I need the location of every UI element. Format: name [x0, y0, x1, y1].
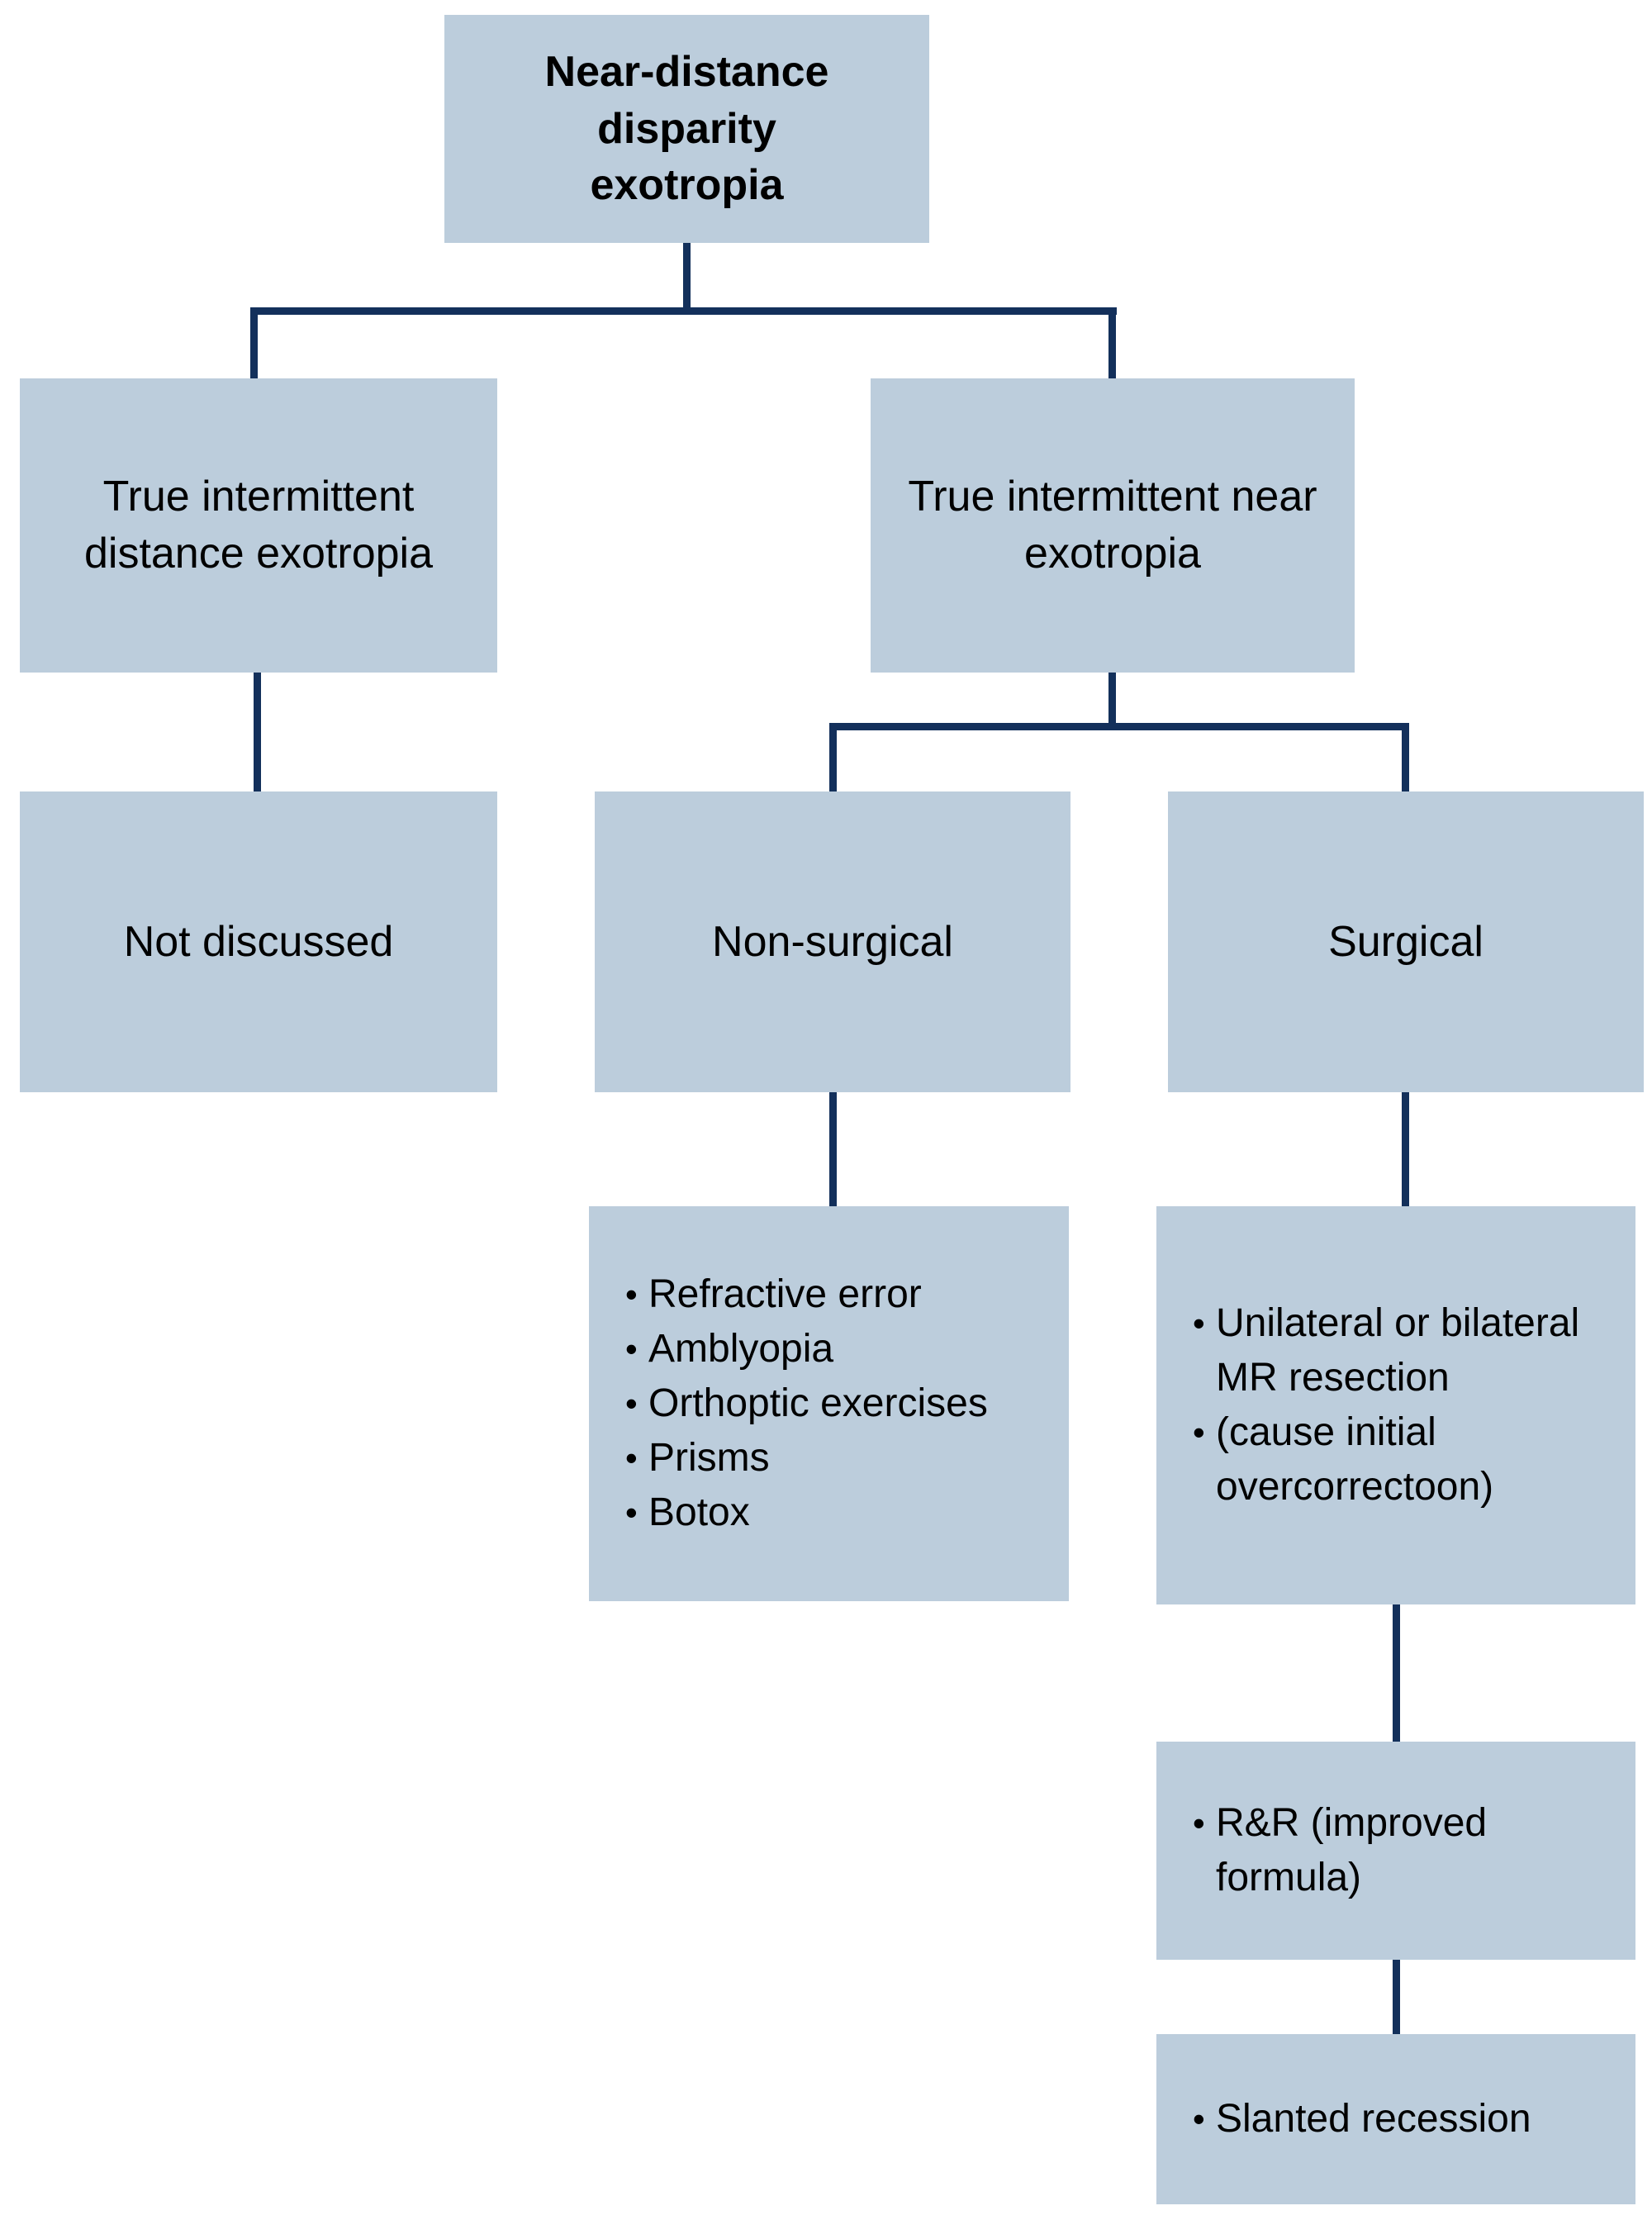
node-slanted-recession: Slanted recession [1156, 2034, 1635, 2204]
node-not-discussed: Not discussed [20, 791, 497, 1092]
connector-split1-horizontal [250, 307, 1117, 315]
connector-surgical-down [1402, 1092, 1409, 1206]
bullet-text: Slanted recession [1216, 2097, 1531, 2141]
node-root: Near-distance disparity exotropia [444, 15, 929, 243]
connector-split1-right-leg [1108, 307, 1116, 378]
connector-nonsurgical-down [829, 1092, 837, 1206]
bullet-text: Unilateral or bilateral MR resection [1216, 1301, 1580, 1400]
rr-list: R&R (improved formula) [1156, 1796, 1635, 1905]
connector-surgical-list-down [1393, 1604, 1400, 1742]
node-distance-label: True intermittent distance exotropia [83, 473, 434, 578]
bullet-item: (cause initial overcorrectoon) [1156, 1405, 1635, 1514]
node-surgical: Surgical [1168, 791, 1644, 1092]
connector-split2-left-leg [829, 723, 837, 791]
bullet-text: Prisms [648, 1436, 770, 1480]
connector-root-down [683, 243, 691, 315]
connector-rr-down [1393, 1960, 1400, 2034]
bullet-text: Botox [648, 1490, 750, 1534]
bullet-item: Orthoptic exercises [589, 1376, 1069, 1431]
non-surgical-treatment-list: Refractive error Amblyopia Orthoptic exe… [589, 1267, 1069, 1540]
bullet-text: (cause initial overcorrectoon) [1216, 1410, 1494, 1509]
bullet-dot [1156, 2092, 1216, 2146]
connector-split1-left-leg [250, 307, 258, 378]
connector-split2-horizontal [829, 723, 1409, 730]
bullet-text: R&R (improved formula) [1216, 1801, 1488, 1899]
connector-distance-down [254, 673, 261, 791]
bullet-item: Slanted recession [1156, 2092, 1635, 2146]
node-rr-improved-formula: R&R (improved formula) [1156, 1742, 1635, 1960]
bullet-item: Refractive error [589, 1267, 1069, 1322]
bullet-dot [589, 1376, 648, 1431]
node-non-surgical-label: Non-surgical [712, 917, 953, 966]
bullet-text: Refractive error [648, 1272, 922, 1316]
bullet-dot [589, 1486, 648, 1540]
connector-split2-right-leg [1402, 723, 1409, 791]
bullet-dot [589, 1267, 648, 1322]
bullet-item: Prisms [589, 1431, 1069, 1486]
bullet-dot [1156, 1296, 1216, 1351]
node-near-label: True intermittent near exotropia [908, 473, 1317, 578]
node-true-intermittent-distance-exotropia: True intermittent distance exotropia [20, 378, 497, 673]
bullet-text: Amblyopia [648, 1327, 834, 1371]
connector-near-down [1108, 673, 1116, 730]
bullet-text: Orthoptic exercises [648, 1381, 988, 1425]
bullet-dot [1156, 1796, 1216, 1851]
surgical-treatment-list: Unilateral or bilateral MR resection (ca… [1156, 1296, 1635, 1514]
slanted-recession-list: Slanted recession [1156, 2092, 1635, 2146]
node-true-intermittent-near-exotropia: True intermittent near exotropia [871, 378, 1355, 673]
node-non-surgical-treatments: Refractive error Amblyopia Orthoptic exe… [589, 1206, 1069, 1601]
bullet-dot [589, 1322, 648, 1376]
node-non-surgical: Non-surgical [595, 791, 1070, 1092]
bullet-item: Botox [589, 1486, 1069, 1540]
node-root-label: Near-distance disparity exotropia [544, 48, 829, 210]
node-surgical-label: Surgical [1328, 917, 1483, 966]
node-not-discussed-label: Not discussed [123, 917, 394, 966]
bullet-item: Amblyopia [589, 1322, 1069, 1376]
bullet-dot [589, 1431, 648, 1486]
bullet-item: R&R (improved formula) [1156, 1796, 1635, 1905]
node-surgical-treatments: Unilateral or bilateral MR resection (ca… [1156, 1206, 1635, 1604]
bullet-dot [1156, 1405, 1216, 1460]
bullet-item: Unilateral or bilateral MR resection [1156, 1296, 1635, 1405]
